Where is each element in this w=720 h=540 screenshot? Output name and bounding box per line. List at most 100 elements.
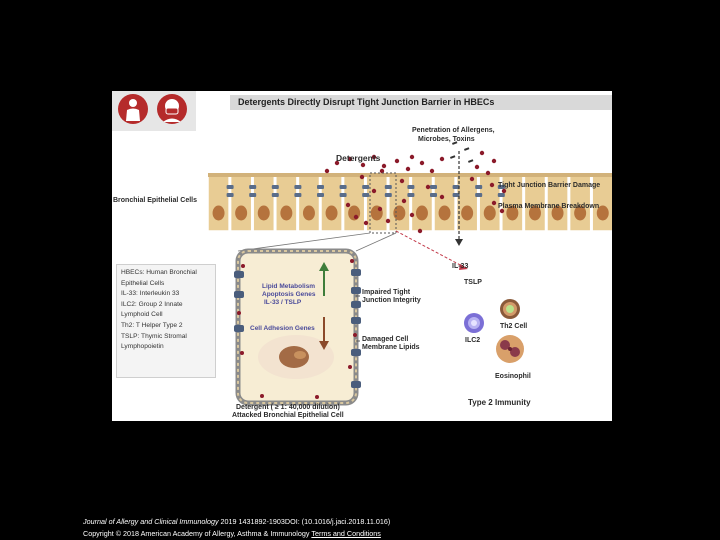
cell-nucleus [212,205,225,221]
epithelial-cell [410,174,434,232]
label-eosinophil: Eosinophil [495,373,531,380]
caption-citation: 2019 1431892-1903DOI: (10.1016/j.jaci.20… [218,517,391,526]
detergent-dot [409,212,415,218]
tight-junction-clusters [234,269,361,388]
diagram-title: Detergents Directly Disrupt Tight Juncti… [230,95,612,110]
label-impaired-2: Junction Integrity [362,297,421,304]
cell-nucleus [415,205,428,221]
detergent-dot [334,160,340,166]
cell-nucleus [551,205,564,221]
tight-junction [339,193,347,197]
detergent-dot [345,202,351,208]
tight-junction [362,185,370,189]
cell-nucleus [325,205,338,221]
detergent-particles [324,150,507,234]
detergent-dot [405,166,411,172]
detergent-dot [469,176,475,182]
label-cell-adhesion: Cell Adhesion Genes [250,325,315,332]
tight-junction [271,185,279,189]
label-damaged-1: Damaged Cell [362,336,409,343]
label-tj-damage: Tight Junction Barrier Damage [498,182,601,189]
label-damaged-2: Membrane Lipids [362,344,420,351]
signal-arrow [395,230,465,268]
epithelial-cell [433,174,456,232]
detergent-dot [371,188,377,194]
tight-junction [475,185,483,189]
detergent-dot [479,150,485,156]
detergent-dot [359,174,365,180]
epithelial-cell [388,174,411,232]
epithelial-cell [342,174,366,232]
detergent-dot [347,156,353,162]
label-tslp: TSLP [464,279,482,286]
detergent-dot [474,164,480,170]
epithelial-cell [320,174,343,232]
terms-link[interactable]: Terms and Conditions [311,529,381,538]
label-type2-immunity: Type 2 Immunity [468,398,531,407]
tight-junction [475,193,483,197]
detergent-dot [439,156,445,162]
figure-caption: Journal of Allergy and Clinical Immunolo… [83,516,390,540]
tight-junction [497,185,505,189]
tight-junction [430,185,437,189]
tight-junction [226,185,234,189]
tight-junction [452,185,460,189]
tight-junction [407,193,415,197]
tight-junction [226,193,234,197]
detergent-dot [353,214,359,220]
epithelial-cell [229,174,253,232]
cell-nucleus [348,205,361,221]
detergent-dot [485,170,491,176]
detergent-dot [399,178,405,184]
label-attacked-cell: Attacked Bronchial Epithelial Cell [232,412,344,419]
label-penetration: Penetration of Allergens, [412,127,495,134]
legend-line: Lymphopoietin [121,343,164,351]
cell-nucleus [596,205,609,221]
detergent-dot [324,168,330,174]
cell-nucleus [302,205,315,221]
label-apoptosis: Apoptosis Genes [262,291,316,298]
detergent-dot [439,194,445,200]
tight-junction [384,185,392,189]
ilc2-cell [464,313,484,333]
label-th2: Th2 Cell [500,323,528,330]
legend-line: ILC2: Group 2 Innate [121,300,183,308]
epithelial-cell-layer [207,173,612,232]
label-il33: IL-33 [452,263,469,270]
icon-panel [112,91,196,131]
tight-junction [271,193,279,197]
epithelial-cell [207,174,230,232]
detergent-dot [491,158,497,164]
label-dilution: Detergent ( ≥ 1: 40,000 dilution) [236,404,340,411]
detergent-dot [379,168,385,174]
figure-panel: Detergents Directly Disrupt Tight Juncti… [112,91,612,421]
membrane-damage-dots [237,259,357,399]
caption-journal: Journal of Allergy and Clinical Immunolo… [83,517,219,526]
tight-junction [249,193,257,197]
epithelial-cell [365,174,389,232]
epithelial-cell [252,174,276,232]
cell-nucleus [506,205,519,221]
detergent-dot [360,162,366,168]
allergen-particles [450,141,474,163]
cell-nucleus [461,205,474,221]
cell-nucleus [393,205,406,221]
detergent-dot [385,218,391,224]
label-impaired-1: Impaired Tight [362,289,411,296]
tight-junction [407,185,415,189]
label-ilc2: ILC2 [465,337,481,344]
abbreviation-legend: HBECs: Human Bronchial Epithelial Cells … [116,264,216,378]
detergent-dot [394,158,400,164]
detergent-dot [371,154,377,160]
detergent-dot [417,228,423,234]
detergent-dot [499,208,505,214]
label-detergents: Detergents [336,153,381,163]
detergent-dot [419,160,425,166]
label-penetration-2: Microbes, Toxins [418,136,475,143]
epithelial-cell [297,174,321,232]
apical-surface [208,173,612,177]
cell-nucleus [280,205,293,221]
eosinophil-cell [496,335,524,363]
cell-nucleus [574,205,587,221]
caption-copyright: Copyright © 2018 American Academy of All… [83,529,310,538]
